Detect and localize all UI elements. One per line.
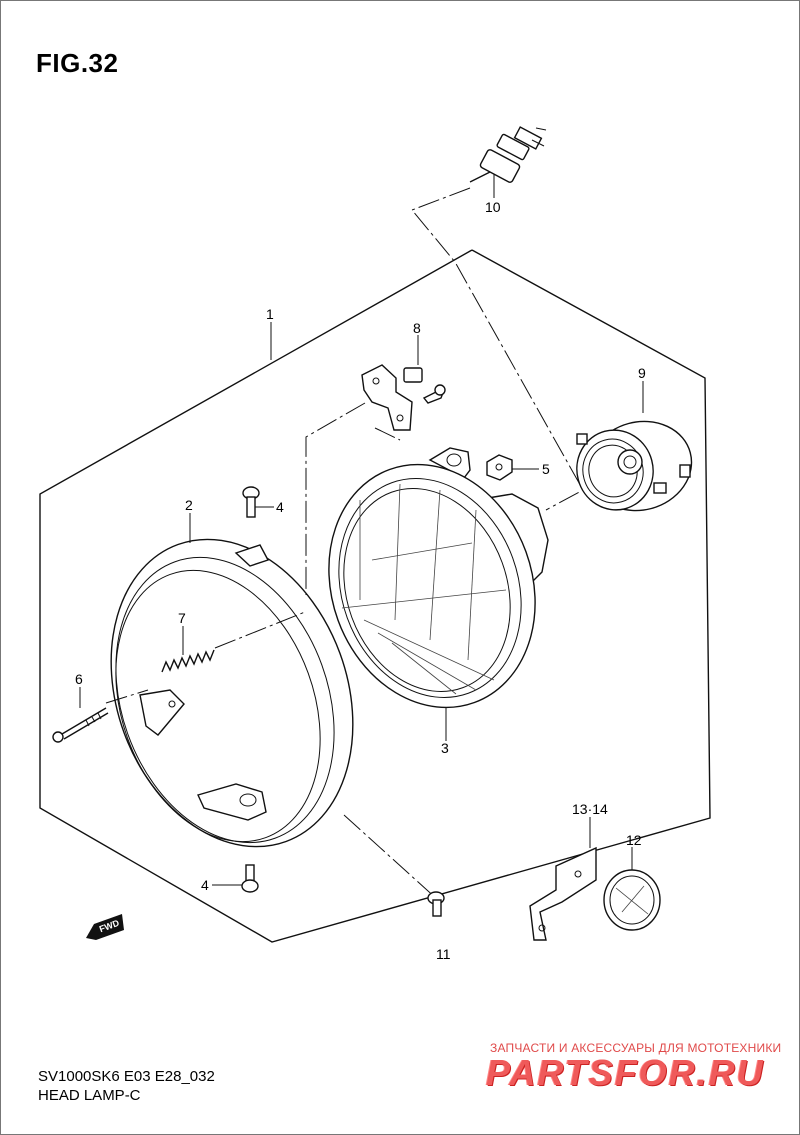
- rim-screw-bottom: [241, 864, 259, 893]
- bulb: [469, 126, 547, 183]
- part-label-5: 5: [542, 461, 550, 477]
- part-label-10: 10: [485, 199, 501, 215]
- watermark-tagline: ЗАПЧАСТИ И АКСЕССУАРЫ ДЛЯ МОТОТЕХНИКИ: [490, 1041, 782, 1055]
- bolt: [427, 891, 445, 917]
- forward-direction-arrow: [86, 914, 124, 940]
- part-label-9: 9: [638, 365, 646, 381]
- part-label-13-14: 13·14: [572, 801, 608, 817]
- headlamp-unit: [328, 447, 549, 709]
- part-label-4-bottom: 4: [201, 877, 209, 893]
- headlamp-rim: [110, 538, 354, 848]
- part-label-3: 3: [441, 740, 449, 756]
- assembly-line-screw: [105, 689, 149, 704]
- part-label-11: 11: [436, 946, 451, 962]
- adjusting-screw: [52, 707, 109, 743]
- part-label-6: 6: [75, 671, 83, 687]
- assembly-outline: [39, 249, 711, 943]
- assembly-line-bracket-pin: [374, 427, 401, 441]
- assembly-line-bolt-11: [343, 814, 439, 901]
- assembly-line-spring: [214, 611, 306, 649]
- diagram-subtitle: HEAD LAMP-C: [38, 1087, 141, 1104]
- part-label-12: 12: [626, 832, 642, 848]
- part-label-7: 7: [178, 610, 186, 626]
- rim-screw-top: [242, 486, 260, 518]
- part-label-4-top: 4: [276, 499, 284, 515]
- model-code: SV1000SK6 E03 E28_032: [38, 1068, 215, 1085]
- figure-title: FIG.32: [36, 48, 119, 78]
- part-label-2: 2: [185, 497, 193, 513]
- assembly-line-bracket: [305, 402, 366, 595]
- plate-bracket: [529, 846, 597, 941]
- mounting-bracket: [361, 364, 446, 431]
- nut: [486, 454, 513, 481]
- socket-cover: [576, 420, 693, 512]
- cap: [603, 869, 661, 931]
- part-label-1: 1: [266, 306, 274, 322]
- watermark-brand: PARTSFOR.RU: [486, 1052, 765, 1093]
- adjusting-spring: [161, 649, 215, 673]
- assembly-line-bulb: [411, 187, 584, 511]
- part-label-8: 8: [413, 320, 421, 336]
